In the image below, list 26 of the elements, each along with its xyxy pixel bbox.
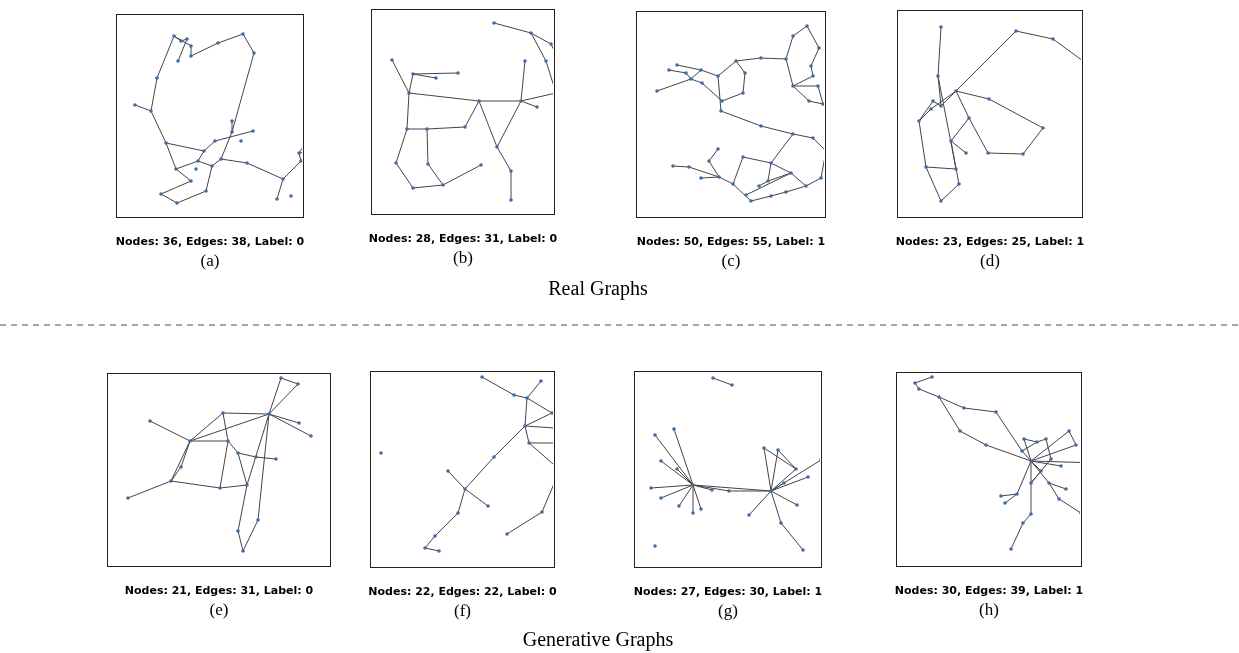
graph-stats: Nodes: 22, Edges: 22, Label: 0	[367, 585, 558, 598]
graph-stats: Nodes: 23, Edges: 25, Label: 1	[894, 235, 1086, 248]
row-title: Generative Graphs	[522, 628, 674, 651]
subfigure-label: (b)	[452, 248, 474, 268]
graph-stats: Nodes: 36, Edges: 38, Label: 0	[114, 235, 306, 248]
graph-panel	[634, 371, 822, 568]
subfigure-label: (c)	[720, 251, 742, 271]
subfigure-label: (f)	[453, 601, 472, 621]
subfigure-label: (e)	[208, 600, 230, 620]
subfigure-label: (g)	[717, 601, 739, 621]
graph-panel	[371, 9, 555, 215]
graph-panel	[116, 14, 304, 218]
graph-panel	[107, 373, 331, 567]
graph-stats: Nodes: 50, Edges: 55, Label: 1	[635, 235, 827, 248]
graph-stats: Nodes: 27, Edges: 30, Label: 1	[632, 585, 824, 598]
graph-panel	[370, 371, 555, 568]
graph-panel	[896, 372, 1082, 567]
graph-panel	[636, 11, 826, 218]
subfigure-label: (d)	[979, 251, 1001, 271]
subfigure-label: (a)	[199, 251, 221, 271]
subfigure-label: (h)	[978, 600, 1000, 620]
graph-stats: Nodes: 30, Edges: 39, Label: 1	[893, 584, 1085, 597]
graph-panel	[897, 10, 1083, 218]
graph-stats: Nodes: 28, Edges: 31, Label: 0	[367, 232, 559, 245]
graph-stats: Nodes: 21, Edges: 31, Label: 0	[123, 584, 315, 597]
row-title: Real Graphs	[548, 277, 648, 300]
